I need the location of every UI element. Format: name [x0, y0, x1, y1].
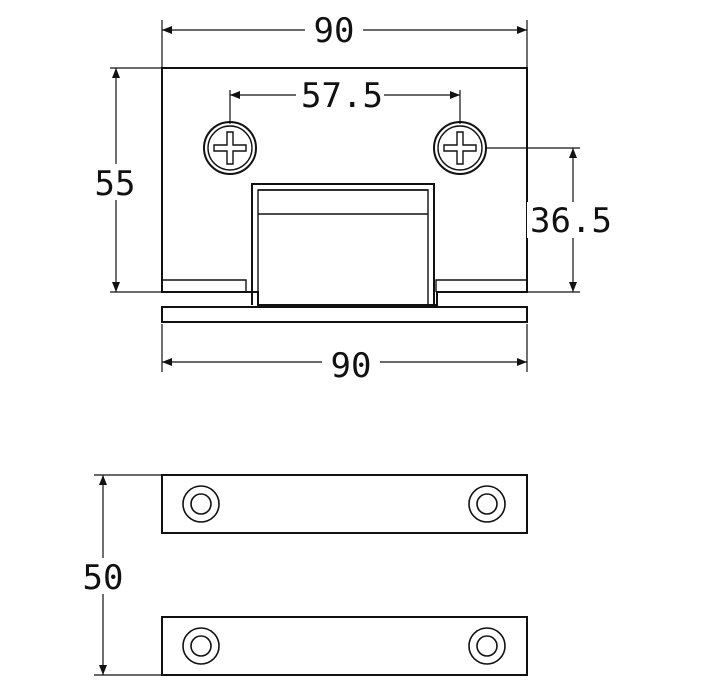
countersunk-hole-icon: [182, 627, 220, 665]
dimension-height: 55: [92, 67, 162, 293]
dimension-hole-spacing: 57.5: [229, 76, 461, 124]
countersunk-hole-icon: [468, 627, 506, 665]
dimension-hole-height: 36.5: [486, 147, 615, 293]
lower-mounting-plate: [161, 616, 528, 676]
hinge-plate-front-view: [161, 67, 528, 323]
left-screw-icon: [203, 121, 257, 175]
dimension-plates-span-label: 50: [83, 558, 124, 598]
dimension-top-width-label: 90: [314, 11, 355, 51]
upper-mounting-plate: [161, 474, 528, 534]
countersunk-hole-icon: [468, 485, 506, 523]
countersunk-hole-icon: [182, 485, 220, 523]
dimension-height-label: 55: [95, 164, 136, 204]
right-screw-icon: [433, 121, 487, 175]
dimension-base-width-label: 90: [331, 346, 372, 386]
dimension-hole-spacing-label: 57.5: [301, 76, 383, 116]
dimension-plates-span: 50: [80, 474, 162, 676]
dimension-base-width: 90: [161, 324, 528, 386]
dimension-top-width: 90: [161, 11, 528, 68]
dimension-hole-height-label: 36.5: [530, 201, 612, 241]
